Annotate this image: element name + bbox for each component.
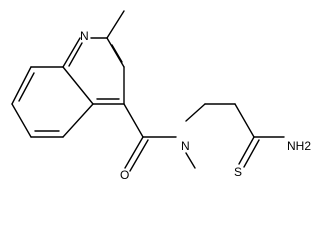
bond-thiocarbon-s-outer [238, 136, 255, 165]
bond-ch2-thiocarbon [234, 103, 255, 138]
atom-labels: N O N S NH2 [80, 29, 311, 182]
ring-nitrogen-label: N [80, 29, 89, 43]
bond-c2-c3 [106, 37, 125, 68]
quinoline-bonds [11, 10, 125, 138]
chemical-structure: N O N S NH2 [11, 10, 311, 182]
bond-c4a-c8a [62, 66, 94, 105]
bond-carbonyl-o-inner [129, 139, 149, 172]
thio-sulfur-label: S [234, 165, 242, 179]
bond-c8a-n1-inner [68, 42, 83, 67]
bond-c8-c7-inner [18, 72, 35, 102]
bond-n-methyl [185, 152, 196, 169]
bond-carbonyl-o-outer [124, 136, 144, 169]
bond-thiocarbon-s-inner [243, 139, 260, 168]
amide-nitrogen-label: N [181, 139, 190, 153]
amine-group-label: NH2 [287, 139, 311, 153]
bond-c8-c7 [11, 66, 32, 105]
side-chain-bonds [123, 103, 285, 172]
bond-c7-c6 [11, 103, 32, 138]
carbonyl-oxygen-label: O [120, 168, 129, 182]
bond-n-ch2 [185, 103, 206, 122]
bond-c5-c4a [62, 103, 94, 138]
bond-c2-c3-inner [111, 44, 123, 63]
bond-c8a-n1 [62, 37, 81, 68]
bond-c4-carbonyl [123, 103, 144, 138]
bond-c2-methyl [106, 10, 125, 39]
